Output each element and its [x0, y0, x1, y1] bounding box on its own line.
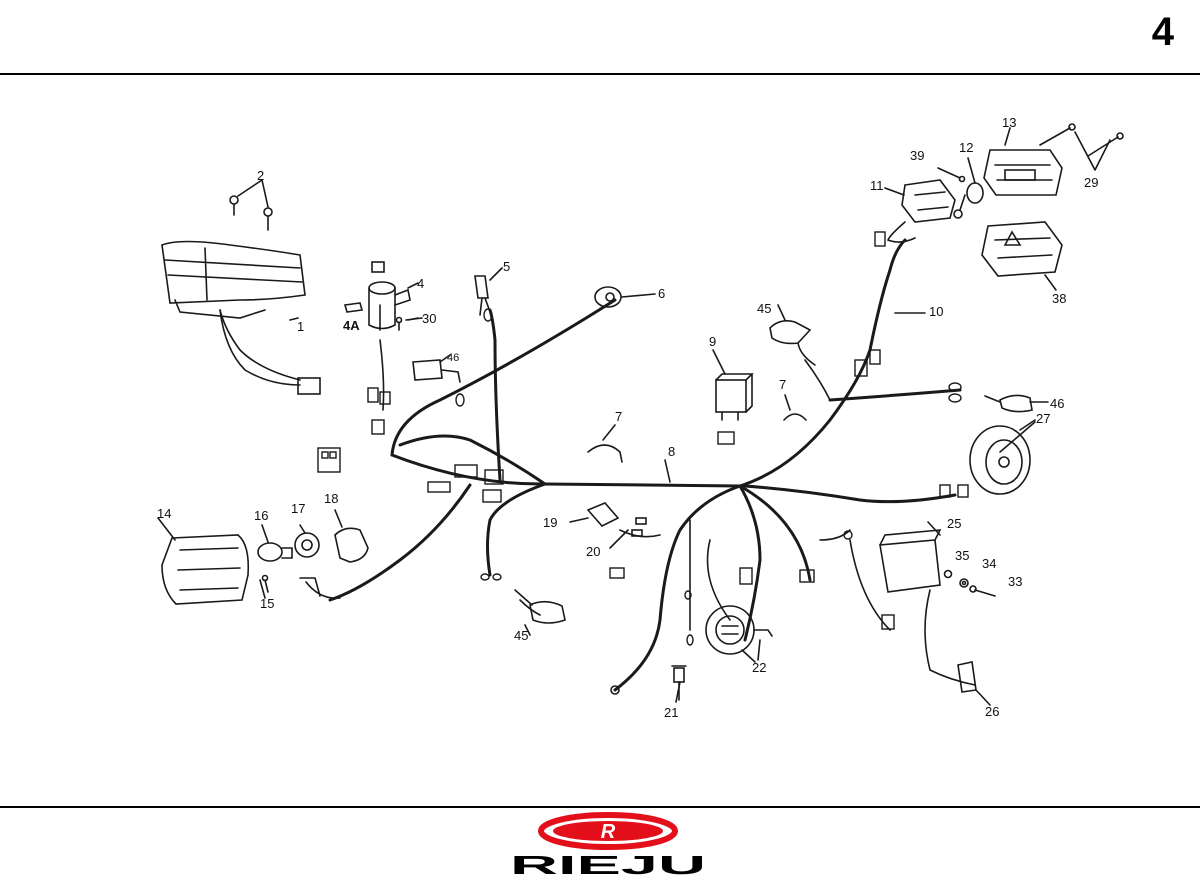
header-rule — [0, 73, 1200, 75]
nut-35 — [943, 569, 953, 579]
callout-2: 2 — [257, 168, 264, 183]
callout-33: 33 — [1008, 574, 1022, 589]
screw-15 — [261, 574, 269, 593]
spark-plug-cap — [957, 661, 991, 706]
headlight-bulb — [257, 524, 293, 562]
bulb-holder-18 — [334, 509, 369, 563]
callout-16: 16 — [254, 508, 268, 523]
callout-39: 39 — [910, 148, 924, 163]
rieju-logo: R RIEJU — [510, 812, 706, 878]
wire-clip-left — [587, 424, 623, 463]
callout-15: 15 — [260, 596, 274, 611]
callout-8: 8 — [668, 444, 675, 459]
headlight — [157, 517, 250, 605]
wiring-harness-diagram: 1 2 4 4A 5 6 7 7 8 9 10 11 12 13 14 15 1… — [157, 115, 1124, 720]
callout-38: 38 — [1052, 291, 1066, 306]
callout-14: 14 — [157, 506, 171, 521]
callout-19: 19 — [543, 515, 557, 530]
switch-46-left — [412, 354, 461, 383]
footer-rule — [0, 806, 1200, 808]
callout-7-right: 7 — [779, 377, 786, 392]
callout-22: 22 — [752, 660, 766, 675]
tail-light-housing — [981, 221, 1063, 291]
voltage-regulator — [569, 502, 620, 527]
callout-20: 20 — [586, 544, 600, 559]
tail-light-lens — [983, 127, 1063, 196]
instrument-cluster — [161, 240, 321, 395]
callout-7-left: 7 — [615, 409, 622, 424]
wire-clip-right — [783, 394, 807, 421]
callout-21: 21 — [664, 705, 678, 720]
callout-17: 17 — [291, 501, 305, 516]
logo-mark: R — [601, 821, 616, 843]
callout-25: 25 — [947, 516, 961, 531]
callout-34: 34 — [982, 556, 996, 571]
callout-12: 12 — [959, 140, 973, 155]
cdi-unit — [879, 521, 942, 593]
horn — [705, 605, 773, 663]
sensor-46-right — [984, 394, 1049, 413]
sensor-cap — [594, 286, 656, 308]
connector-20 — [609, 517, 647, 549]
bulb-holder — [474, 267, 503, 321]
washer-34 — [959, 578, 969, 588]
screws — [229, 179, 273, 231]
callout-45-bottom: 45 — [514, 628, 528, 643]
callout-27: 27 — [1036, 411, 1050, 426]
callout-4: 4 — [417, 276, 424, 291]
callout-13: 13 — [1002, 115, 1016, 130]
callout-26: 26 — [985, 704, 999, 719]
callout-29: 29 — [1084, 175, 1098, 190]
callout-6: 6 — [658, 286, 665, 301]
stator — [969, 419, 1036, 495]
connectors — [317, 231, 969, 646]
logo-wordmark: RIEJU — [510, 850, 706, 878]
callout-10: 10 — [929, 304, 943, 319]
callout-labels: 1 2 4 4A 5 6 7 7 8 9 10 11 12 13 14 15 1… — [157, 115, 1098, 720]
callout-4a: 4A — [343, 318, 360, 333]
callout-30: 30 — [422, 311, 436, 326]
main-harness — [328, 238, 962, 692]
screw-39 — [937, 167, 966, 183]
bulb-socket — [294, 524, 341, 599]
callout-18: 18 — [324, 491, 338, 506]
bulb-socket-housing — [884, 179, 956, 243]
callout-46-left: 46 — [447, 352, 459, 364]
callout-45-top: 45 — [757, 301, 771, 316]
long-screws — [1039, 123, 1124, 171]
callout-11: 11 — [870, 178, 884, 193]
bolt-33 — [969, 585, 996, 597]
callout-46-right: 46 — [1050, 396, 1064, 411]
callout-9: 9 — [709, 334, 716, 349]
callout-5: 5 — [503, 259, 510, 274]
turn-signal-lower — [514, 589, 566, 636]
relay — [712, 349, 754, 421]
callout-1: 1 — [297, 319, 304, 334]
page-number: 4 — [1151, 10, 1174, 54]
turn-signal-upper — [769, 304, 816, 366]
callout-35: 35 — [955, 548, 969, 563]
bulb — [953, 157, 984, 219]
